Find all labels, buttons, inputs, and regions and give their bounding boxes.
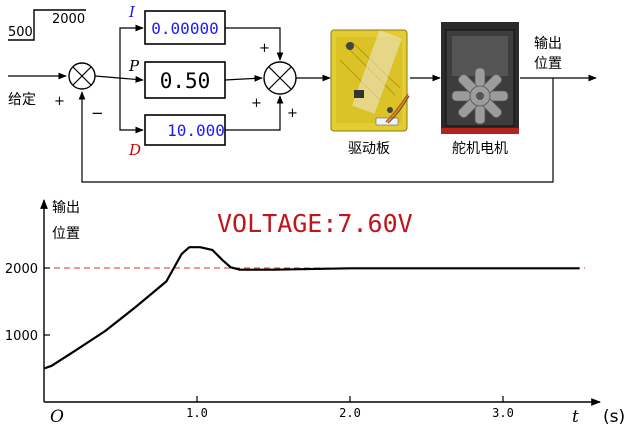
output-label-line2: 位置 [534,56,562,72]
origin-label: O [50,407,64,427]
x-tick-label: 3.0 [492,406,514,420]
d-gain-value: 10.000 [167,121,225,140]
x-tick-label: 1.0 [186,406,208,420]
diagram-labels: 500 2000 给定 + − I P D 0.00000 0.50 10.00… [8,3,562,159]
x-tick-label: 2.0 [339,406,361,420]
i-gain-name: I [128,3,136,21]
sum2-plus-p: + [251,96,262,111]
y-tick-label: 1000 [5,329,38,344]
x-axis-unit-label: (s) [603,407,625,427]
servo-motor-label: 舵机电机 [452,141,508,157]
i-gain-value: 0.00000 [151,19,218,38]
p-gain-name: P [128,57,140,75]
sum1-plus-sign: + [54,94,65,109]
p-gain-value: 0.50 [160,69,211,93]
sum2-plus-d: + [287,106,298,121]
response-curve [43,246,580,370]
summing-junction-pid [263,61,297,95]
block-diagram [8,9,597,183]
voltage-readout: VOLTAGE:7.60V [217,209,413,238]
d-gain-name: D [128,141,141,159]
y-tick-label: 2000 [5,262,38,277]
y-axis-label-line2: 位置 [52,226,80,242]
driver-board-label: 驱动板 [348,141,390,157]
series-group [43,246,580,370]
y-axis-label-line1: 输出 [52,200,80,216]
x-axis-t-label: t [572,407,579,427]
step-to-value: 2000 [52,12,85,27]
step-from-value: 500 [8,25,33,40]
servo-motor-image [441,22,519,134]
input-label: 给定 [8,92,36,108]
driver-board-image [330,29,410,132]
summing-junction-error [68,62,96,90]
sum1-minus-sign: − [91,104,104,122]
tick-group: 1.0 2.0 3.0 1000 2000 [5,262,514,420]
step-input-symbol [8,9,86,41]
output-label-line1: 输出 [534,36,562,52]
sum2-plus-i: + [259,41,270,56]
